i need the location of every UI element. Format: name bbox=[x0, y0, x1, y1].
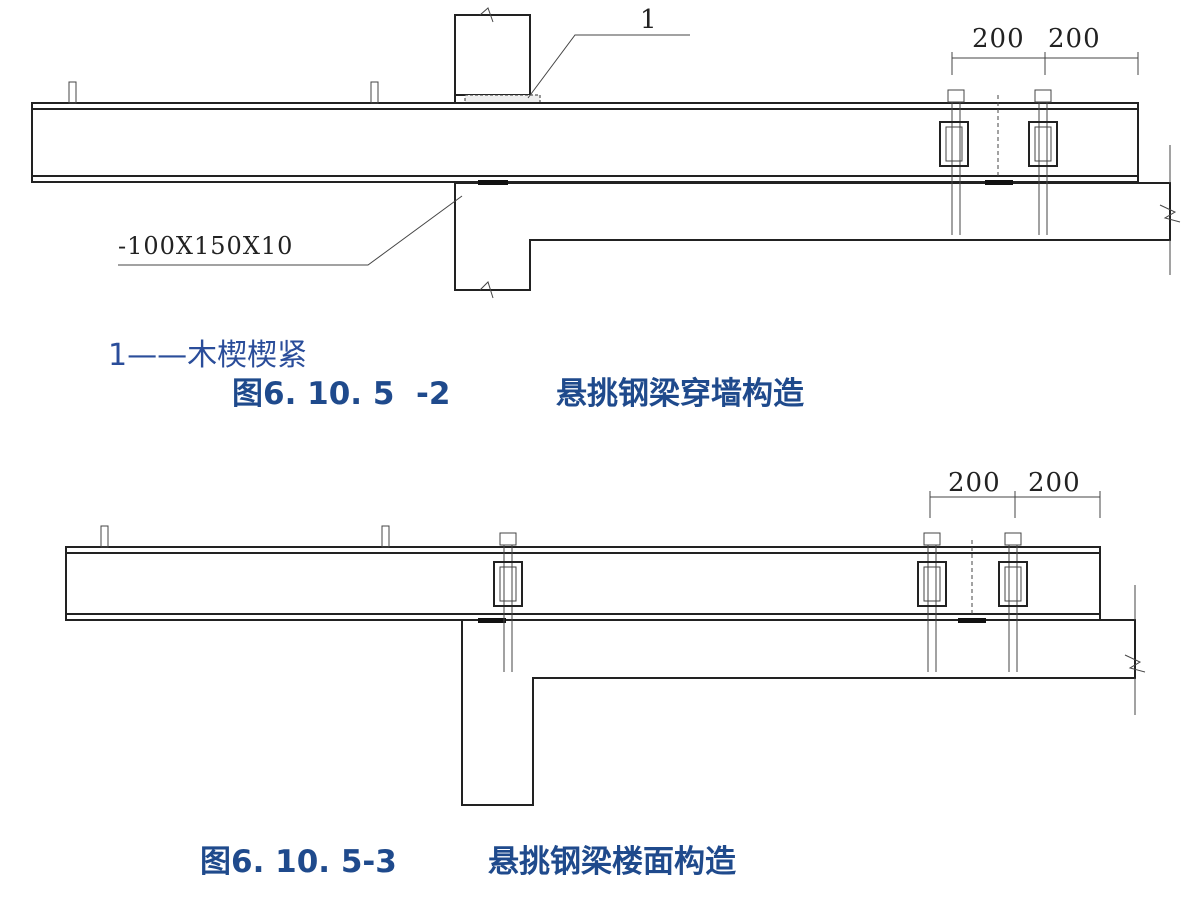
dimension-label: 200 bbox=[948, 468, 1001, 498]
figure-caption-number: 图6. 10. 5 -2 bbox=[232, 376, 451, 412]
shear-studs bbox=[100, 525, 390, 548]
dimension-line: 200 200 bbox=[929, 468, 1101, 518]
leader-label: 1 bbox=[640, 5, 658, 35]
dimension-line: 200 200 bbox=[951, 24, 1139, 75]
plate-spec-label: -100X150X10 bbox=[118, 232, 294, 260]
steel-plate bbox=[985, 180, 1013, 185]
steel-beam bbox=[31, 102, 1139, 183]
dimension-label: 200 bbox=[1028, 468, 1081, 498]
dimension-label: 200 bbox=[972, 24, 1025, 54]
u-bolt-anchors bbox=[939, 89, 1058, 235]
u-bolt-anchors bbox=[493, 532, 1028, 672]
steel-beam bbox=[65, 546, 1101, 621]
concrete-slab-and-beam bbox=[461, 619, 1136, 806]
figure-caption-title: 悬挑钢梁楼面构造 bbox=[488, 844, 736, 880]
plate-leader-line bbox=[118, 195, 463, 266]
leader-line bbox=[527, 34, 690, 99]
legend-text: 1——木楔楔紧 bbox=[108, 338, 308, 373]
figure-caption-number: 图6. 10. 5-3 bbox=[200, 844, 397, 880]
steel-plate bbox=[478, 180, 508, 185]
figure-wall-penetration: 200 200 1 bbox=[31, 5, 1181, 299]
figure-floor-anchor: 200 200 bbox=[65, 468, 1146, 806]
steel-plate bbox=[958, 618, 986, 623]
figure-caption-title: 悬挑钢梁穿墙构造 bbox=[556, 376, 804, 412]
dimension-label: 200 bbox=[1048, 24, 1101, 54]
steel-plate bbox=[478, 618, 506, 623]
shear-studs bbox=[68, 81, 379, 104]
